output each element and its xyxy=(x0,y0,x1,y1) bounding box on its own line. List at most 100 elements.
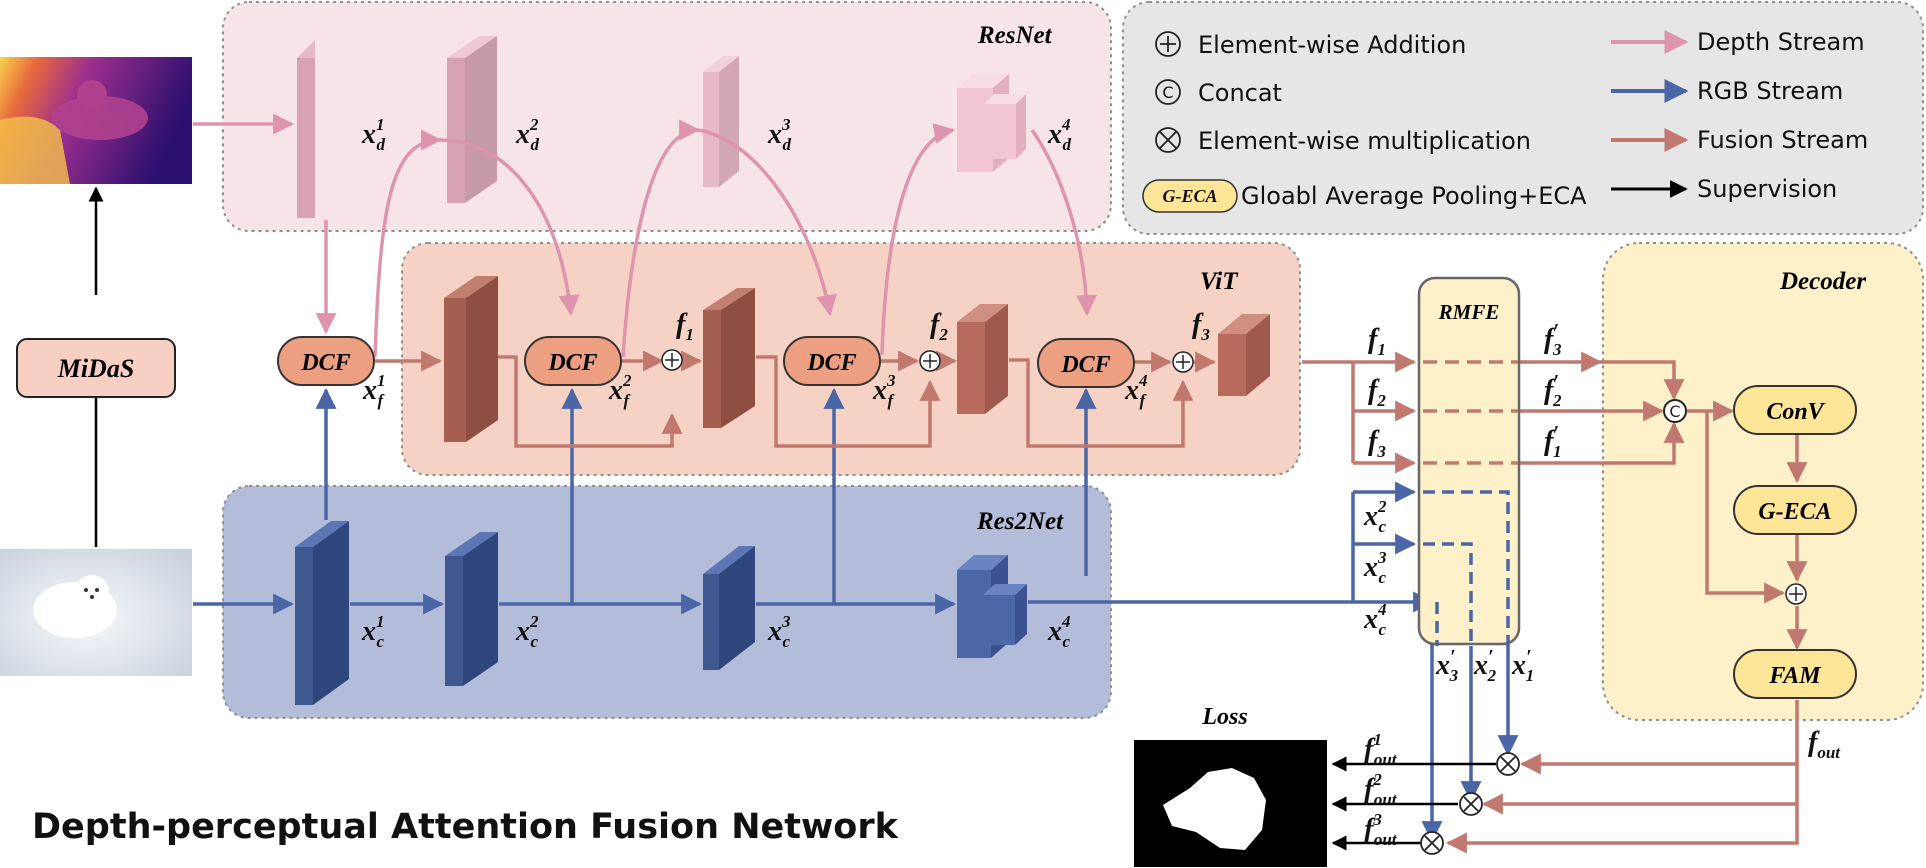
loss-mask-image xyxy=(1134,740,1327,867)
legend-fusion: Fusion Stream xyxy=(1697,126,1868,154)
geca-label: G-ECA xyxy=(1758,499,1831,525)
rgb-block-1 xyxy=(295,521,349,705)
depth-block-1 xyxy=(297,40,315,218)
mult-op-3 xyxy=(1420,831,1444,855)
vit-block-1 xyxy=(444,276,498,442)
geca-module: G-ECA xyxy=(1733,485,1857,535)
rgb-block-4 xyxy=(957,555,1027,658)
decoder-add-op xyxy=(1785,583,1807,605)
dcf-module-4: DCF xyxy=(1037,338,1135,388)
depth-block-3 xyxy=(703,56,739,187)
legend-add: Element-wise Addition xyxy=(1198,31,1466,59)
svg-text:C: C xyxy=(1669,402,1680,421)
concat-op: C xyxy=(1663,399,1687,423)
mult-legend-icon xyxy=(1155,127,1181,153)
rmfe-module: RMFE xyxy=(1417,276,1521,646)
vit-title: ViT xyxy=(1200,268,1239,295)
legend-rgb: RGB Stream xyxy=(1697,77,1843,105)
fout-label: fout xyxy=(1808,727,1841,762)
add-op-1 xyxy=(661,349,683,371)
conv-module: ConV xyxy=(1733,385,1857,435)
add-legend-icon xyxy=(1155,31,1181,57)
rmfe-f1-label: f1 xyxy=(1368,324,1386,359)
f1p-label: f′1 xyxy=(1544,422,1561,461)
rgb-stream-arrows xyxy=(193,387,1519,843)
f3-label: f3 xyxy=(1192,309,1210,344)
geca-legend-badge: G-ECA xyxy=(1142,179,1238,213)
decoder-title: Decoder xyxy=(1779,268,1866,295)
rgb-block-3 xyxy=(703,546,755,670)
supervision-arrows xyxy=(1331,756,1496,851)
concat-legend-icon: C xyxy=(1155,79,1181,105)
rgb-block-2 xyxy=(445,532,498,686)
f2-label: f2 xyxy=(930,309,948,344)
rmfe-f3-label: f3 xyxy=(1368,426,1386,461)
rgb-input-image xyxy=(0,549,192,676)
legend-depth: Depth Stream xyxy=(1697,28,1865,56)
vit-block-3 xyxy=(957,304,1008,414)
depth-map-image xyxy=(0,57,192,184)
resnet-title: ResNet xyxy=(977,22,1053,49)
x3p-label: x′3 xyxy=(1435,646,1459,685)
dcf-label-4: DCF xyxy=(1060,352,1110,378)
rmfe-title: RMFE xyxy=(1438,300,1500,324)
mult-op-1 xyxy=(1496,752,1520,776)
legend: Element-wise Addition C Concat Element-w… xyxy=(1142,28,1868,213)
rmfe-f2-label: f2 xyxy=(1368,375,1386,410)
svg-text:G-ECA: G-ECA xyxy=(1162,186,1217,206)
mult-op-2 xyxy=(1459,792,1483,816)
depth-stream-arrows xyxy=(193,113,1097,358)
depth-block-2 xyxy=(447,36,497,203)
diagram-title: Depth-perceptual Attention Fusion Networ… xyxy=(32,807,899,847)
vit-block-4 xyxy=(1218,314,1270,396)
decoder-region xyxy=(1602,242,1924,721)
svg-text:C: C xyxy=(1162,83,1173,102)
f1-label: f1 xyxy=(676,309,694,344)
depth-block-4 xyxy=(957,74,1026,172)
add-op-2 xyxy=(919,350,941,372)
midas-module xyxy=(16,338,176,398)
legend-mult: Element-wise multiplication xyxy=(1198,127,1531,155)
dcf-module-2: DCF xyxy=(524,336,622,386)
x2p-label: x′2 xyxy=(1473,646,1497,685)
dcf-module-3: DCF xyxy=(783,336,881,386)
legend-concat: Concat xyxy=(1198,79,1282,107)
dcf-label-3: DCF xyxy=(806,350,856,376)
legend-box xyxy=(1122,1,1924,235)
vit-block-2 xyxy=(703,288,755,428)
legend-supervision: Supervision xyxy=(1697,175,1837,203)
resnet-region xyxy=(222,1,1112,232)
add-op-3 xyxy=(1172,351,1194,373)
dcf-label-1: DCF xyxy=(300,350,350,376)
x1p-label: x′1 xyxy=(1511,646,1534,685)
dcf-label-2: DCF xyxy=(547,350,597,376)
f2p-label: f′2 xyxy=(1544,371,1562,410)
f3p-label: f′3 xyxy=(1544,320,1562,359)
dcf-module-1: DCF xyxy=(277,336,375,386)
loss-title: Loss xyxy=(1201,704,1247,730)
midas-label: MiDaS xyxy=(57,354,135,383)
legend-geca: Gloabl Average Pooling+ECA xyxy=(1241,182,1587,210)
conv-label: ConV xyxy=(1766,399,1825,425)
res2net-title: Res2Net xyxy=(976,508,1064,535)
fam-module: FAM xyxy=(1733,649,1857,699)
fusion-stream-arrows xyxy=(375,350,1808,854)
